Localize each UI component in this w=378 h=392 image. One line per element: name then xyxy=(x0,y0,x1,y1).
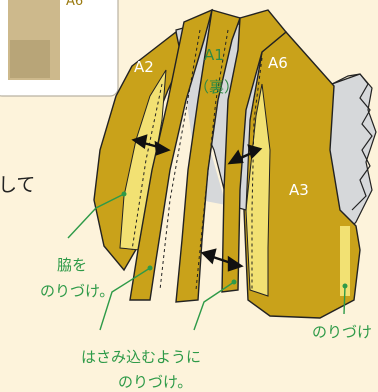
panel-a3 xyxy=(243,31,361,319)
label-a6: A6 xyxy=(268,54,288,72)
inset-photo-box: A6 xyxy=(0,0,119,97)
collar-a6 xyxy=(221,9,287,293)
right-sleeve-edge xyxy=(331,73,373,211)
side-text: して xyxy=(0,174,35,196)
glue-right-label: のりづけ xyxy=(312,323,372,341)
label-a2: A2 xyxy=(134,58,154,76)
glue-arrows xyxy=(131,134,263,272)
label-a3: A3 xyxy=(289,181,309,199)
side-glue-line1: 脇を xyxy=(57,256,87,274)
sandwich-glue-line1: はさみ込むように xyxy=(81,348,201,366)
callout-dots xyxy=(121,191,348,289)
jacket-illustration: A2 A1 （裏） A6 A3 xyxy=(93,8,377,319)
label-a1: A1 xyxy=(204,46,224,64)
callout-lines xyxy=(67,193,346,331)
sandwich-glue-line2: のりづけ。 xyxy=(118,373,192,391)
label-a1-sub: （裏） xyxy=(194,78,239,96)
glue-strip-right xyxy=(340,226,350,296)
lapel-left xyxy=(129,8,214,301)
side-glue-line2: のりづけ。 xyxy=(40,282,114,300)
inset-label: A6 xyxy=(66,0,83,9)
collar-strip-mid xyxy=(175,9,241,303)
